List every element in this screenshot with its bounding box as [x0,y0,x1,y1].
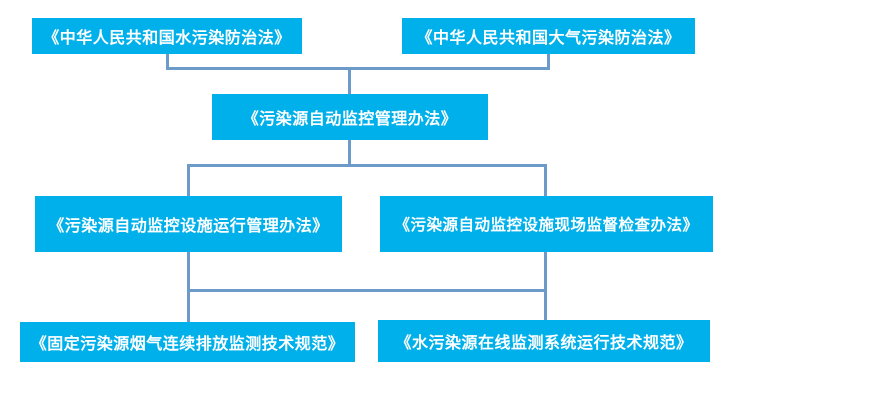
node-flue-gas-cems-spec: 《固定污染源烟气连续排放监测技术规范》 [20,322,355,362]
node-water-online-monitoring-spec: 《水污染源在线监测系统运行技术规范》 [378,320,710,362]
connector-to-inspection-measures [544,166,547,196]
node-facility-operation-measures: 《污染源自动监控设施运行管理办法》 [35,196,342,252]
connector-bottom-horizontal-bar [187,289,547,292]
connector-operation-to-flue-spec [187,252,190,322]
node-auto-monitoring-measures: 《污染源自动监控管理办法》 [212,94,488,140]
connector-air-law-down [547,54,550,69]
node-air-pollution-law: 《中华人民共和国大气污染防治法》 [402,18,695,54]
connector-to-auto-measures [348,69,351,94]
connector-middle-horizontal-bar [187,164,547,167]
node-onsite-inspection-measures: 《污染源自动监控设施现场监督检查办法》 [380,196,713,252]
connector-top-horizontal-bar [166,67,550,70]
connector-to-operation-measures [187,166,190,196]
node-water-pollution-law: 《中华人民共和国水污染防治法》 [32,18,302,54]
connector-water-law-down [166,54,169,69]
connector-inspection-to-water-spec [544,252,547,320]
connector-auto-measures-down [348,140,351,166]
